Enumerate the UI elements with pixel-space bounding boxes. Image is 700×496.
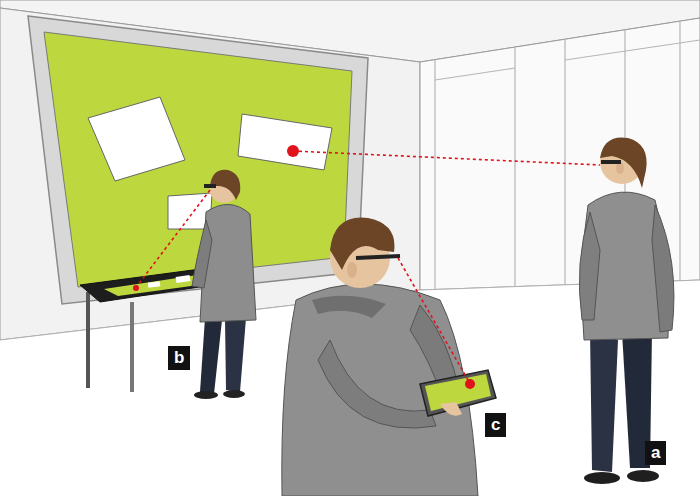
callout-letter: c bbox=[485, 413, 506, 437]
callout-letter: b bbox=[168, 346, 190, 370]
callout-letter: a bbox=[645, 441, 666, 465]
